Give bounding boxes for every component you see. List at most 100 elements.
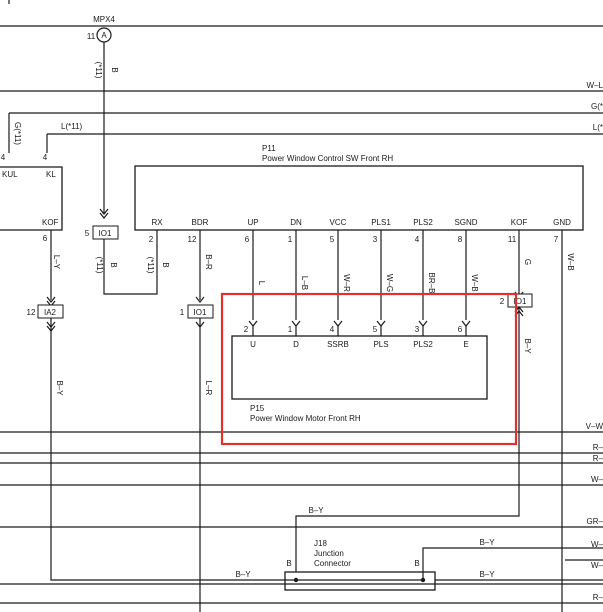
left-kof-pin: 6	[43, 234, 48, 243]
right-label: L(*	[593, 123, 603, 132]
p11-pin: 6	[245, 235, 250, 244]
io1-kof-pin: 2	[500, 297, 505, 306]
io1-left-wire-color: B	[109, 262, 118, 267]
by-right-color: B–Y	[523, 338, 532, 354]
p11-name: Power Window Control SW Front RH	[262, 154, 393, 163]
p15-pins: 2 1 4 5 3 6	[244, 325, 463, 334]
p11-pin: 11	[508, 235, 517, 244]
io1-bdr-pin: 1	[180, 308, 185, 317]
p15-pin: 5	[373, 325, 378, 334]
mpx4-pin: 11	[87, 32, 96, 41]
chevron-down-icon	[248, 320, 471, 327]
p15-terminal: U	[250, 340, 256, 349]
p15-name: Power Window Motor Front RH	[250, 414, 361, 423]
p15-code: P15	[250, 404, 265, 413]
p11-terminal: VCC	[330, 218, 347, 227]
kof-wire-color: G	[523, 259, 532, 265]
chevron-down-icon	[99, 208, 109, 219]
p15-pin: 4	[330, 325, 335, 334]
right-label: R–	[593, 443, 603, 452]
mpx4-letter: A	[101, 31, 107, 40]
by-kof-wire	[295, 307, 520, 572]
p15-terminal: PLS2	[413, 340, 433, 349]
chevron-down-icon	[195, 296, 205, 303]
io1-kof-label	[507, 293, 533, 308]
p11-terminals: RX BDR UP DN VCC PLS1 PLS2 SGND KOF GND	[151, 218, 571, 227]
bdr-lower-wire-color: L–R	[204, 381, 213, 396]
j18-line1: Junction	[314, 549, 344, 558]
p15-motor-box	[231, 335, 488, 400]
left-unit-box	[0, 166, 63, 231]
io1-bdr-text: IO1	[194, 308, 207, 317]
p11-terminal: BDR	[192, 218, 209, 227]
p15-terminal: SSRB	[327, 340, 349, 349]
right-label: V–W	[586, 422, 603, 431]
mpx4-wire-color: B	[110, 67, 119, 72]
p15-pin: 3	[415, 325, 420, 334]
p11-pins: 2 12 6 1 5 3 4 8 11 7	[149, 235, 559, 244]
by-main-wire	[50, 318, 294, 581]
left-kof-terminal: KOF	[42, 218, 59, 227]
p11-pin: 5	[330, 235, 335, 244]
mid-wire-color: BR–B	[427, 273, 436, 294]
right-label: W–L	[587, 81, 603, 90]
j18-code: J18	[314, 539, 327, 548]
by-left-bottom-color: B–Y	[235, 570, 251, 579]
highlight-box	[220, 292, 518, 446]
io1-left-label	[92, 225, 119, 240]
bus-wire-g	[8, 112, 603, 153]
by-right-bottom-color: B–Y	[479, 570, 495, 579]
j18-line2: Connector	[314, 559, 351, 568]
kl-pin: 4	[43, 153, 48, 162]
p11-pin: 4	[415, 235, 420, 244]
p11-terminal: KOF	[511, 218, 528, 227]
ia2-text: IA2	[44, 308, 57, 317]
right-label: R–	[593, 593, 603, 602]
p11-terminal: UP	[247, 218, 258, 227]
right-label: W–	[591, 561, 603, 570]
right-label: W–	[591, 475, 603, 484]
right-edge-labels: W–L G(* L(* V–W R– R– W– GR– W– W– R–	[586, 81, 603, 602]
p11-terminal: PLS1	[371, 218, 391, 227]
p11-switch-box	[134, 165, 584, 231]
j18-connector-box	[284, 571, 436, 591]
bdr-wire-color: B–R	[204, 254, 213, 270]
p11-pin: 2	[149, 235, 154, 244]
p11-pin: 8	[458, 235, 463, 244]
by-right-upper-color: B–Y	[479, 538, 495, 547]
mid-wire-color: W–R	[342, 274, 351, 292]
right-label: R–	[593, 454, 603, 463]
p11-code: P11	[262, 144, 276, 153]
mid-wire-color: W–B	[470, 274, 479, 291]
p15-terminal: D	[293, 340, 299, 349]
by-right-upper-wire	[422, 547, 603, 580]
mid-wire-color: W–G	[385, 274, 394, 292]
p11-terminal: GND	[553, 218, 571, 227]
right-label: G(*	[591, 102, 603, 111]
mpx4-label: MPX4	[93, 15, 115, 24]
p15-pin: 1	[288, 325, 293, 334]
by-top-color: B–Y	[308, 506, 324, 515]
kul-terminal: KUL	[2, 170, 18, 179]
p15-terminal: E	[463, 340, 468, 349]
left-g-label: G(*11)	[13, 122, 22, 145]
j18-pin-right: B	[414, 559, 419, 568]
p11-terminal: RX	[151, 218, 163, 227]
right-label: W–	[591, 540, 603, 549]
p11-terminal: DN	[290, 218, 302, 227]
left-l-label: L(*11)	[61, 122, 83, 131]
by-vertical-color: B–Y	[55, 380, 64, 396]
p11-pin: 1	[288, 235, 293, 244]
ia2-pin: 12	[27, 308, 36, 317]
p11-terminal: PLS2	[413, 218, 433, 227]
p15-terminals: U D SSRB PLS PLS2 E	[250, 340, 469, 349]
bus-wire-l	[46, 133, 603, 153]
p11-terminal: SGND	[454, 218, 477, 227]
io1-left-note: (*11)	[95, 257, 104, 274]
p15-pin: 2	[244, 325, 249, 334]
right-label: GR–	[587, 517, 603, 526]
io1-rx-note: (*11)	[146, 257, 155, 274]
mpx4-note: (*11)	[94, 62, 103, 79]
mid-wire-stub	[252, 326, 467, 336]
